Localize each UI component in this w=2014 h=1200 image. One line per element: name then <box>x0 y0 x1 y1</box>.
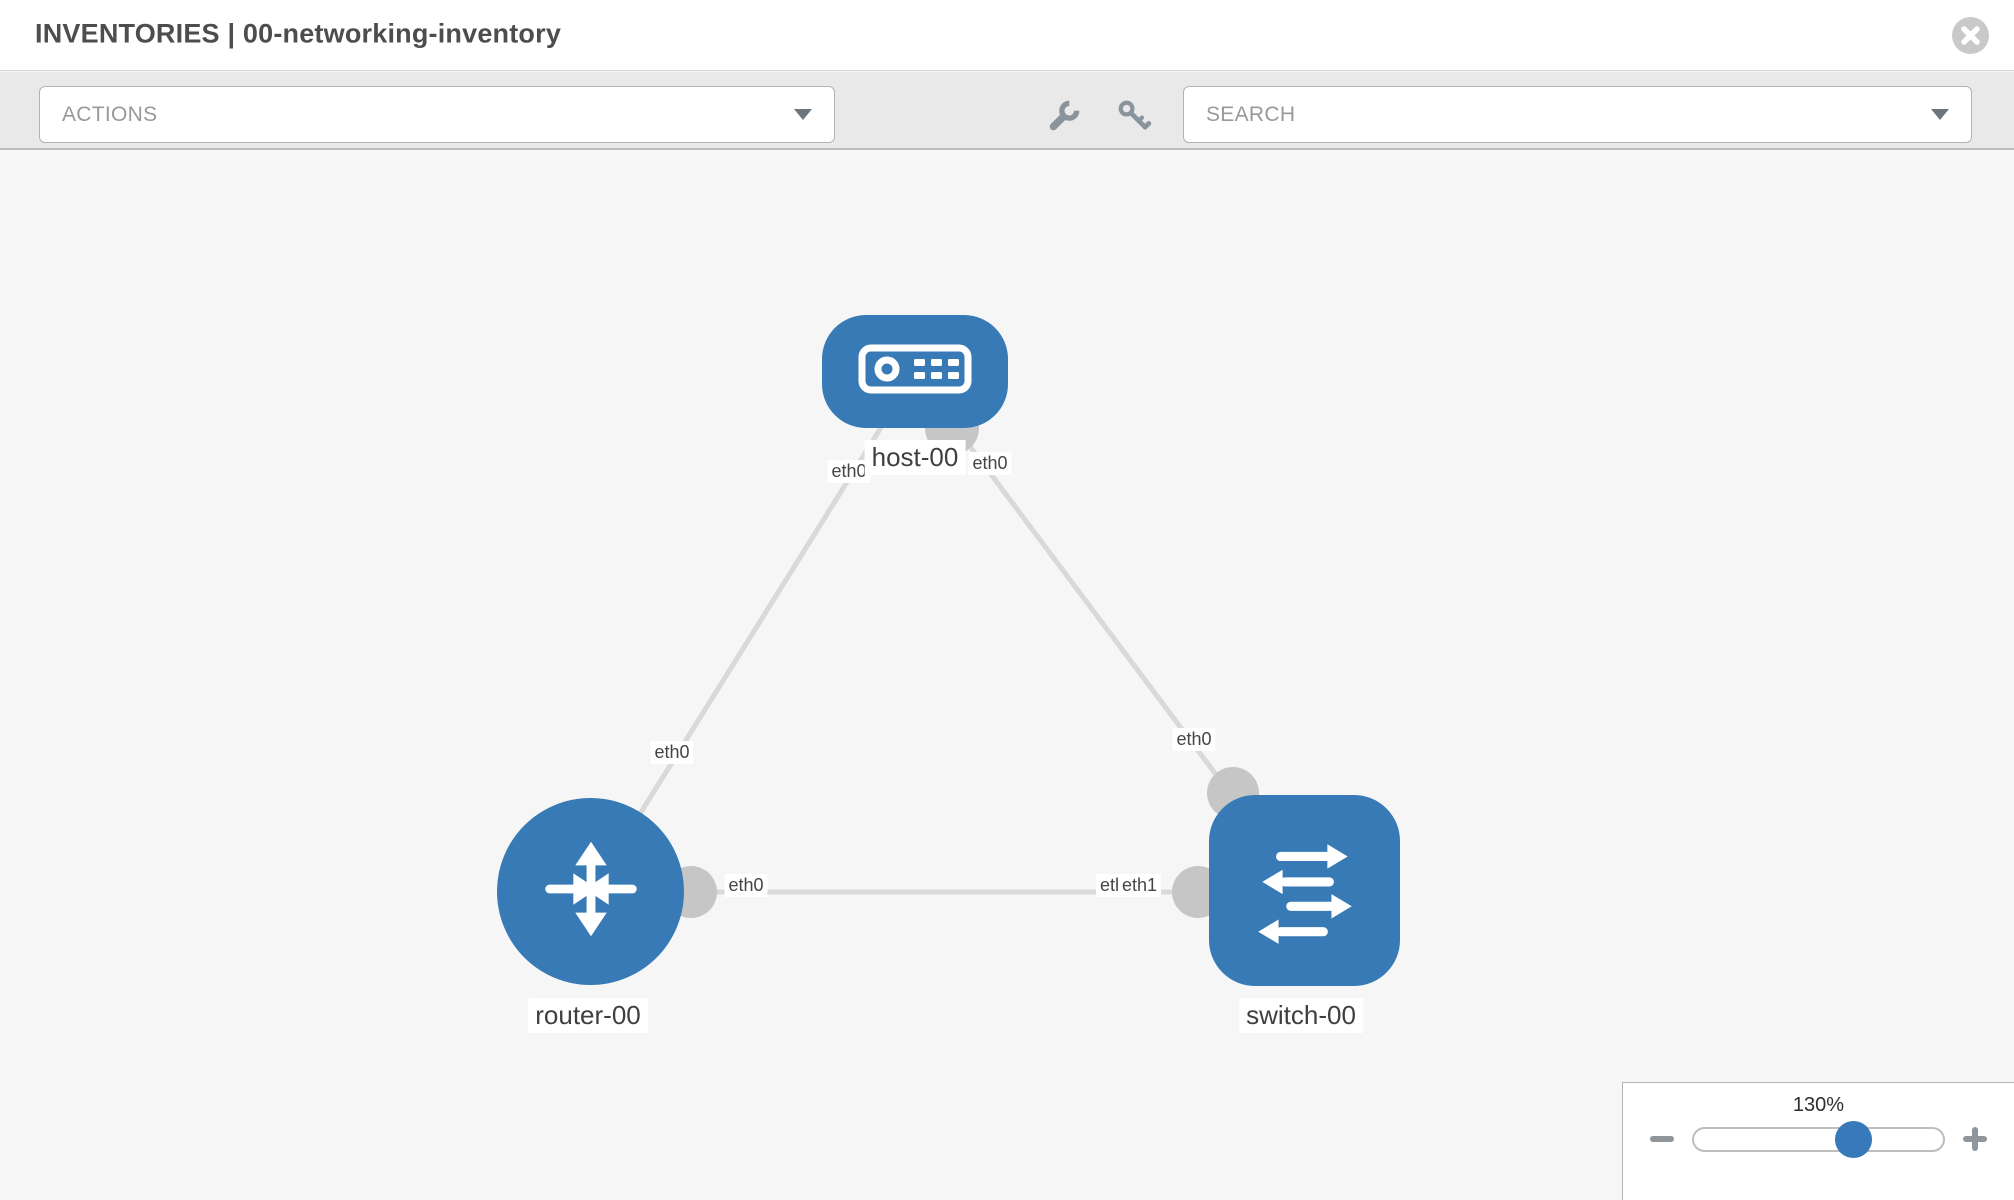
switch-icon <box>1244 827 1366 954</box>
page-title: INVENTORIES | 00-networking-inventory <box>35 18 562 49</box>
host-icon <box>857 341 973 402</box>
caret-down-icon <box>1931 109 1949 120</box>
actions-dropdown[interactable]: ACTIONS <box>39 86 835 143</box>
interface-label: eth1 <box>1118 874 1162 897</box>
zoom-slider[interactable] <box>1692 1121 1945 1158</box>
topology-canvas[interactable]: eth0 eth0 eth0 eth0 eth0 eth0 eth1 host-… <box>0 152 2014 1200</box>
node-switch-00[interactable] <box>1209 795 1400 986</box>
key-icon <box>1116 100 1152 137</box>
configure-button[interactable] <box>1046 98 1082 134</box>
zoom-value: 130% <box>1792 1094 1845 1116</box>
close-button[interactable] <box>1952 17 1989 54</box>
router-icon <box>532 830 650 953</box>
credentials-button[interactable] <box>1116 98 1152 134</box>
links-layer <box>587 371 1307 918</box>
minus-icon <box>1650 1136 1674 1142</box>
search-placeholder: SEARCH <box>1206 102 1296 126</box>
wrench-icon <box>1046 100 1082 137</box>
interface-label: eth0 <box>650 741 694 764</box>
network-link-host-router[interactable] <box>587 371 918 896</box>
actions-dropdown-label: ACTIONS <box>62 102 158 126</box>
interface-label: eth0 <box>827 460 871 483</box>
interface-label: eth0 <box>724 874 768 897</box>
close-icon <box>1952 17 1989 57</box>
search-dropdown[interactable]: SEARCH <box>1183 86 1972 143</box>
interface-label: eth0 <box>968 452 1012 475</box>
node-label-router: router-00 <box>528 998 648 1033</box>
zoom-in-button[interactable] <box>1962 1126 1988 1152</box>
caret-down-icon <box>794 109 812 120</box>
interface-label: eth0 <box>1172 728 1216 751</box>
node-router-00[interactable] <box>497 798 684 985</box>
zoom-slider-thumb[interactable] <box>1835 1121 1873 1158</box>
zoom-panel: 130% <box>1622 1082 2014 1200</box>
node-label-host: host-00 <box>864 440 966 475</box>
toolbar: ACTIONS SEARCH <box>0 72 2014 150</box>
node-label-switch: switch-00 <box>1239 998 1363 1033</box>
page-header: INVENTORIES | 00-networking-inventory <box>0 0 2014 71</box>
node-host-00[interactable] <box>822 315 1008 428</box>
zoom-out-button[interactable] <box>1649 1126 1675 1152</box>
